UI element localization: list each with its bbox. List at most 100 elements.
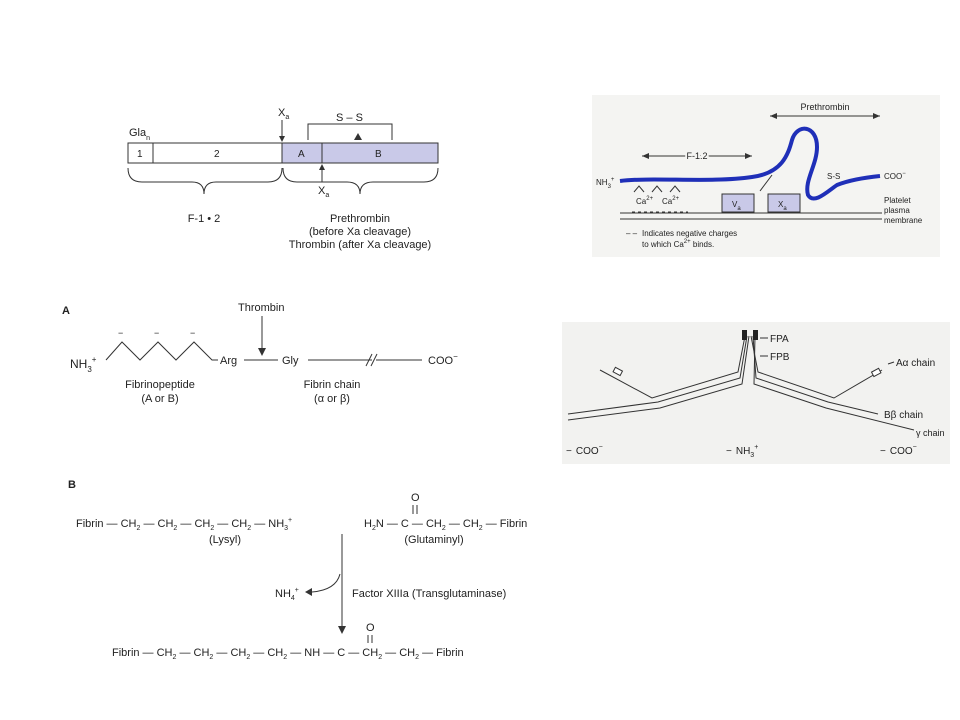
xa-top-arrowhead: [279, 136, 285, 142]
coo-label: COO−: [428, 352, 458, 367]
left-b-beta: [567, 335, 748, 415]
legend-line-1: Indicates negative charges: [642, 229, 737, 238]
prethrombin-label: Prethrombin: [330, 213, 390, 225]
domain-1-label: 1: [137, 149, 143, 160]
domain-b: [321, 142, 439, 164]
oxygen-product: O: [366, 622, 375, 634]
fpa-label: FPA: [770, 334, 789, 345]
panel-b-label: B: [68, 479, 76, 491]
xa-bottom-arrowhead: [319, 164, 325, 170]
thrombin-arrowhead: [258, 348, 266, 356]
prethrombin-span-arrow-right: [873, 113, 880, 119]
fibrin-chain-label: Fibrin chain: [304, 379, 361, 391]
thrombin-after-label: Thrombin (after Xa cleavage): [289, 239, 431, 251]
nh3-center-label: −NH3+: [726, 444, 758, 459]
crosslinked-product: Fibrin — CH2 — CH2 — CH2 — CH2 — NH — C …: [112, 647, 464, 661]
xa-bottom-label: Xa: [318, 185, 329, 199]
domain-b-label: B: [375, 149, 382, 160]
disulfide-bracket: [307, 123, 393, 140]
ss-label: S-S: [827, 172, 840, 181]
aalpha-pointer: [887, 361, 895, 365]
domain-2-label: 2: [214, 149, 220, 160]
prethrombin-label: Prethrombin: [800, 102, 849, 112]
right-alpha-domain: [870, 367, 882, 378]
disulfide-label: S – S: [336, 112, 363, 124]
f12-label: F-1 • 2: [188, 213, 221, 225]
coo-label: COO−: [884, 171, 906, 181]
aalpha-label: Aα chain: [896, 358, 935, 369]
coo-left-label: −COO−: [566, 444, 603, 457]
bbeta-label: Bβ chain: [884, 410, 923, 421]
prothrombin-domain-svg: Glan 1 2 A B Xa S – S Xa F-1 • 2 Prethro…: [127, 107, 439, 251]
gla-label: Glan: [129, 127, 150, 142]
fibrinogen-structure-svg: FPA FPB Aα chain Bβ chain γ chain −COO− …: [566, 330, 945, 459]
fibrinopeptide-label: Fibrinopeptide: [125, 379, 195, 391]
membrane-label: membrane: [884, 216, 923, 225]
nh3-label: NH3+: [70, 355, 97, 374]
thrombin-label: Thrombin: [238, 302, 284, 314]
panel-a-label: A: [62, 305, 70, 317]
right-a-alpha: [750, 335, 883, 399]
chain-break-2: [370, 353, 378, 367]
right-b-beta: [752, 335, 879, 415]
prothrombin-chain: [619, 126, 881, 201]
charge-mark: −: [190, 328, 195, 338]
f12-brace: [127, 167, 283, 195]
fibrinogen-chains: [567, 335, 915, 431]
xa-box: [767, 193, 801, 213]
gla-charge-carets: [633, 185, 681, 193]
xa-label: Xa: [778, 200, 787, 212]
crosslink-diagram: B Fibrin — CH2 — CH2 — CH2 — CH2 — NH3+ …: [60, 478, 580, 668]
domain-a-label: A: [298, 149, 305, 160]
prethrombin-brace: [282, 167, 439, 195]
membrane-binding-diagram: Prethrombin F-1.2 NH3+ COO− S-S Ca2+ Ca2…: [592, 95, 940, 257]
alpha-beta-label: (α or β): [314, 393, 350, 405]
left-alpha-domain: [612, 366, 624, 377]
glutaminyl-chain: H2N — C — CH2 — CH2 — Fibrin: [364, 518, 527, 532]
a-or-b-label: (A or B): [141, 393, 178, 405]
disulfide-marker: [354, 133, 362, 140]
glutaminyl-label: (Glutaminyl): [404, 534, 463, 546]
plasma-label: plasma: [884, 206, 910, 215]
oxygen-top: O: [411, 492, 420, 504]
fpb-label: FPB: [770, 352, 790, 363]
fpa-right: [753, 330, 758, 340]
platelet-label: Platelet: [884, 196, 911, 205]
gly-label: Gly: [282, 355, 299, 367]
fibrinogen-structure-diagram: FPA FPB Aα chain Bβ chain γ chain −COO− …: [562, 322, 950, 464]
f12-span-arrow-left: [642, 153, 649, 159]
f12-label: F-1.2: [686, 151, 707, 161]
ammonium-release-arrowhead: [305, 588, 312, 596]
reaction-arrowhead: [338, 626, 346, 634]
charge-mark: −: [118, 328, 123, 338]
left-gamma: [567, 335, 750, 421]
nh4-label: NH4+: [275, 587, 299, 602]
fibrinopeptide-cleavage-diagram: A Thrombin NH3+ − − − Arg Gly COO− Fibri…: [60, 298, 500, 418]
legend-dash: – –: [626, 229, 638, 238]
cleavage-pointer: [759, 174, 773, 192]
legend-line-2: to which Ca2+ binds.: [642, 239, 714, 249]
membrane-binding-svg: Prethrombin F-1.2 NH3+ COO− S-S Ca2+ Ca2…: [596, 102, 923, 249]
va-label: Va: [732, 200, 741, 212]
charge-mark: −: [154, 328, 159, 338]
crosslink-svg: B Fibrin — CH2 — CH2 — CH2 — CH2 — NH3+ …: [68, 479, 527, 661]
gamma-label: γ chain: [916, 428, 945, 438]
before-xa-label: (before Xa cleavage): [309, 226, 411, 238]
fibrinopeptide-chain: [105, 341, 218, 361]
lysyl-chain: Fibrin — CH2 — CH2 — CH2 — CH2 — NH3+: [76, 517, 292, 532]
f12-span-arrow-right: [745, 153, 752, 159]
cleavage-svg: A Thrombin NH3+ − − − Arg Gly COO− Fibri…: [62, 302, 458, 405]
prethrombin-span-arrow-left: [770, 113, 777, 119]
ca-label-1: Ca2+: [636, 196, 654, 206]
prothrombin-domain-diagram: Glan 1 2 A B Xa S – S Xa F-1 • 2 Prethro…: [122, 102, 452, 262]
left-a-alpha: [599, 335, 746, 399]
right-gamma: [753, 335, 915, 431]
lysyl-label: (Lysyl): [209, 534, 241, 546]
nh3-label: NH3+: [596, 177, 615, 190]
xa-top-label: Xa: [278, 107, 289, 121]
ammonium-release-arrow: [311, 573, 341, 593]
ca-label-2: Ca2+: [662, 196, 680, 206]
fpa-left: [742, 330, 747, 340]
arg-label: Arg: [220, 355, 237, 367]
va-box: [721, 193, 755, 213]
